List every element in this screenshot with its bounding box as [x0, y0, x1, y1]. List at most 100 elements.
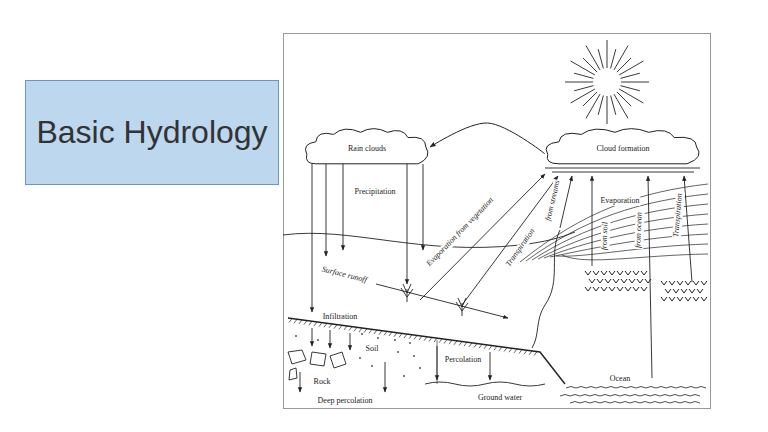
hatch-tick	[519, 350, 522, 354]
ground-hatching	[289, 319, 537, 356]
process-label: Ocean	[609, 375, 631, 384]
rain-cloud: Rain clouds	[303, 126, 431, 168]
sun-ray	[598, 49, 603, 68]
sun-ray	[621, 86, 640, 91]
sun-ray	[607, 96, 608, 124]
process-label: Infiltration	[322, 313, 359, 322]
tree-symbol	[693, 281, 699, 285]
sun-ray	[574, 73, 593, 78]
process-label: Evaporation from vegetation	[425, 195, 497, 269]
tree-symbol	[605, 279, 611, 283]
hatch-tick	[359, 328, 362, 332]
hatch-tick	[329, 324, 332, 328]
tree-symbol	[641, 287, 647, 291]
picture-frame	[284, 34, 711, 409]
sun-ray	[619, 89, 643, 103]
hatch-tick	[524, 350, 527, 354]
stream	[532, 230, 560, 348]
tree-symbol	[677, 281, 683, 285]
label-holder: Soil	[365, 337, 380, 355]
hatch-tick	[494, 346, 497, 350]
hatch-tick	[409, 335, 412, 339]
sun-ray	[565, 82, 593, 83]
tree-symbol	[685, 297, 691, 301]
sun-ray	[611, 96, 616, 115]
tree-symbol	[613, 279, 619, 283]
sun-ray	[607, 40, 608, 68]
hatch-tick	[399, 333, 402, 337]
tree-symbol	[637, 279, 643, 283]
process-label: from ocean	[634, 211, 644, 249]
water-table	[425, 382, 545, 386]
process-label: Soil	[365, 345, 380, 354]
rocks	[288, 350, 346, 380]
title-box: Basic Hydrology	[25, 80, 279, 185]
sun-ray	[614, 46, 628, 70]
sun-ray	[574, 86, 593, 91]
tree-symbol	[669, 297, 675, 301]
hill-contours	[520, 184, 708, 262]
hatch-tick	[389, 332, 392, 336]
hatch-tick	[404, 334, 407, 338]
label-holder: Percolation	[444, 348, 482, 366]
tree-symbol	[701, 281, 707, 285]
label-holder: Transpiration	[497, 222, 538, 270]
hatch-tick	[349, 327, 352, 331]
hatch-tick	[504, 348, 507, 352]
hatch-tick	[334, 325, 337, 329]
contour-line	[544, 224, 708, 258]
tree-symbol	[681, 289, 687, 293]
tree-symbol	[665, 289, 671, 293]
hatch-tick	[429, 337, 432, 341]
sun-ray	[621, 73, 640, 78]
tree-symbol	[625, 271, 631, 275]
sun-ray	[586, 94, 600, 118]
hatch-tick	[289, 319, 292, 323]
tree-symbol	[617, 271, 623, 275]
process-arrows	[300, 164, 692, 392]
trees	[585, 271, 707, 301]
tree-symbol	[661, 281, 667, 285]
tree-symbol	[601, 271, 607, 275]
label-holder: from ocean	[626, 211, 645, 250]
hatch-tick	[424, 337, 427, 341]
hatch-tick	[344, 326, 347, 330]
cloud-path	[546, 129, 699, 164]
tree-symbol	[617, 287, 623, 291]
bushes	[401, 284, 468, 316]
hatch-tick	[354, 327, 357, 331]
tree-symbol	[609, 271, 615, 275]
hatch-tick	[514, 349, 517, 353]
wave-line	[570, 402, 700, 404]
process-label: Percolation	[444, 356, 482, 365]
hatch-tick	[309, 321, 312, 325]
hatch-tick	[464, 342, 467, 346]
tree-symbol	[693, 297, 699, 301]
hatch-tick	[394, 333, 397, 337]
label-holder: Precipitation	[354, 180, 397, 198]
label-holder: Surface runoff	[320, 257, 371, 286]
sun-ray	[571, 61, 595, 75]
tree-symbol	[621, 279, 627, 283]
label-holder: Rock	[313, 370, 332, 388]
hatch-tick	[449, 340, 452, 344]
tree-symbol	[589, 279, 595, 283]
hatch-tick	[379, 331, 382, 335]
tree-symbol	[689, 289, 695, 293]
hatch-tick	[489, 346, 492, 350]
wave-line	[566, 387, 706, 389]
hatch-tick	[439, 339, 442, 343]
contour-line	[520, 184, 708, 262]
sun-ray	[617, 92, 631, 106]
sun-ray	[583, 58, 597, 72]
process-label: Precipitation	[354, 188, 397, 197]
tree-symbol	[593, 287, 599, 291]
cloud-base-lines	[545, 168, 700, 172]
tree-symbol	[633, 287, 639, 291]
tree-symbol	[673, 289, 679, 293]
tree-symbol	[585, 271, 591, 275]
tree-symbol	[609, 287, 615, 291]
